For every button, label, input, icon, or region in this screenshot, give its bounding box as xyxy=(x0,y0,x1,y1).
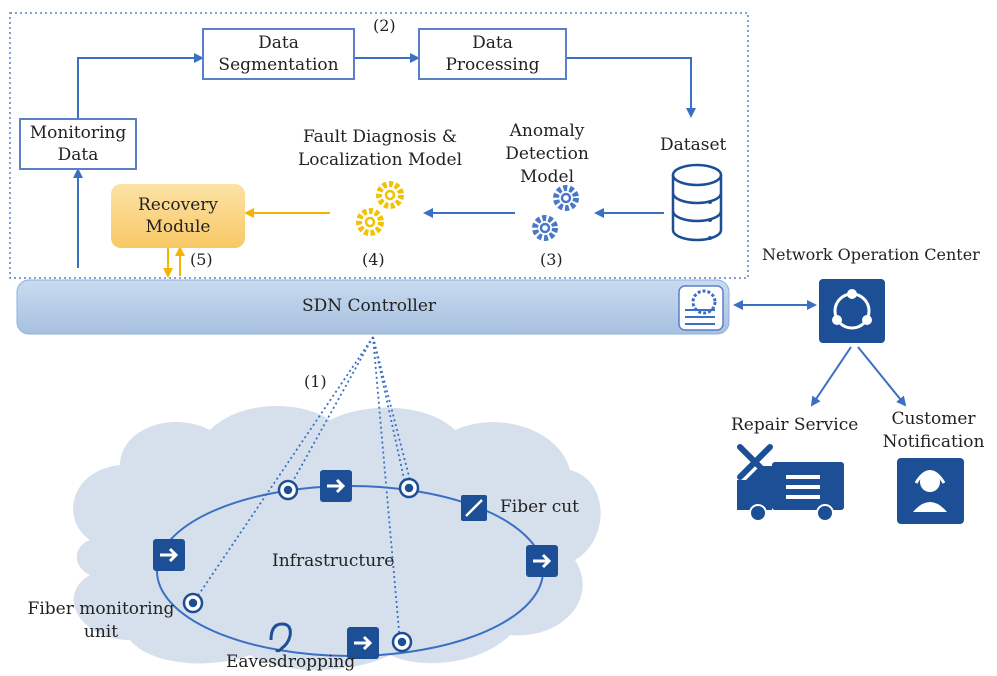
switch-icon xyxy=(320,470,352,502)
fault-diagnosis-label: Fault Diagnosis & Localization Model xyxy=(297,127,463,170)
sdn-controller-label: SDN Controller xyxy=(302,296,436,316)
data-processing-box: Data Processing xyxy=(418,28,567,80)
step-label-3: (3) xyxy=(540,250,563,269)
switch-icon xyxy=(347,627,379,659)
step-label-2: (2) xyxy=(373,16,396,35)
flow-arrows xyxy=(73,53,696,268)
step-label-4: (4) xyxy=(362,250,385,269)
repair-service-label: Repair Service xyxy=(731,415,859,435)
ear-icon xyxy=(269,622,292,653)
noc-label: Network Operation Center xyxy=(762,245,980,264)
infrastructure-label: Infrastructure xyxy=(272,551,395,571)
upper-frame xyxy=(9,12,749,279)
step-label-1: (1) xyxy=(304,372,327,391)
recovery-module-box: Recovery Module xyxy=(111,184,245,248)
controller-settings-icon xyxy=(678,285,724,331)
infrastructure-cloud xyxy=(73,406,601,670)
network-hub-icon xyxy=(819,279,885,343)
dataset-label: Dataset xyxy=(660,135,727,155)
data-segmentation-box: Data Segmentation xyxy=(202,28,355,80)
monitoring-links xyxy=(192,336,413,643)
customer-notification-label: Customer Notification xyxy=(882,409,985,452)
customer-service-icon xyxy=(897,458,964,524)
database-icon xyxy=(671,163,723,242)
switch-icon xyxy=(526,545,558,577)
recovery-arrows xyxy=(163,208,330,278)
anomaly-detection-label: Anomaly Detection Model xyxy=(505,121,589,187)
eavesdropping-label: Eavesdropping xyxy=(226,652,356,672)
fault-gear-icon xyxy=(356,181,404,236)
fiber-monitor-icon xyxy=(182,477,420,653)
fiber-monitoring-unit-label: Fiber monitoring unit xyxy=(27,599,175,642)
fiber-cut-label: Fiber cut xyxy=(500,497,580,517)
fiber-cut-icon xyxy=(461,495,487,521)
switch-icon xyxy=(153,539,185,571)
noc-arrows xyxy=(733,300,907,407)
monitoring-data-box: Monitoring Data xyxy=(19,118,137,170)
repair-truck-icon xyxy=(737,444,844,522)
step-label-5: (5) xyxy=(190,250,213,269)
sdn-controller-bar xyxy=(16,279,730,335)
anomaly-gear-icon xyxy=(532,185,579,241)
